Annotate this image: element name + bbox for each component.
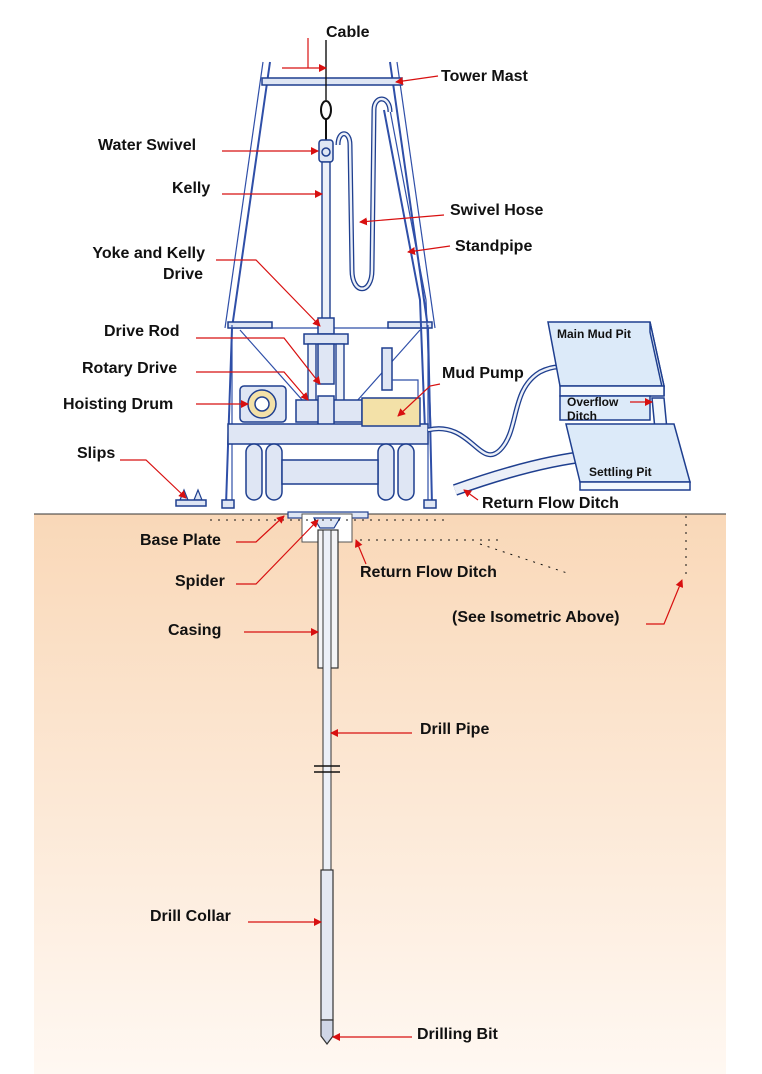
drilling-bit — [320, 1019, 334, 1045]
label-main-mud-pit: Main Mud Pit — [557, 327, 631, 341]
label-swivel-hose: Swivel Hose — [450, 202, 543, 219]
rig-wheels — [245, 443, 415, 501]
label-water-swivel: Water Swivel — [98, 137, 196, 154]
label-kelly: Kelly — [172, 180, 210, 197]
cable — [320, 40, 332, 140]
swivel-hose — [335, 96, 393, 292]
label-drill-collar: Drill Collar — [150, 908, 231, 925]
rotary-drive-leader — [196, 371, 309, 401]
ground — [34, 514, 726, 1074]
base-plate-leader — [236, 515, 285, 543]
kelly — [321, 161, 331, 323]
rig-platform — [227, 423, 429, 445]
label-spider: Spider — [175, 573, 225, 590]
label-casing: Casing — [168, 622, 221, 639]
label-rotary-drive: Rotary Drive — [82, 360, 177, 377]
label-mud-pump: Mud Pump — [442, 365, 524, 382]
swivel-hose-leader — [359, 214, 445, 226]
label-standpipe: Standpipe — [455, 238, 532, 255]
label-overflow-ditch-1: Overflow — [567, 395, 619, 409]
see-isometric-leader — [646, 579, 684, 625]
mud-pump — [361, 347, 421, 427]
slips-leader — [120, 459, 187, 499]
label-slips: Slips — [77, 445, 115, 462]
label-yoke-kelly-drive-1: Yoke and Kelly — [92, 245, 205, 262]
standpipe-leader — [407, 245, 451, 255]
mud-pump-leader — [397, 383, 441, 417]
yoke-leader — [216, 259, 321, 327]
label-drilling-bit: Drilling Bit — [417, 1026, 499, 1043]
label-yoke-kelly-drive-2: Drive — [163, 266, 203, 283]
rotary-drive — [295, 395, 363, 427]
return-flow-hose — [452, 450, 591, 496]
drive-rod-leader — [196, 337, 321, 385]
labels: Cable Tower Mast Water Swivel Kelly Swiv… — [63, 24, 652, 1043]
label-hoisting-drum: Hoisting Drum — [63, 396, 173, 413]
label-cable: Cable — [326, 24, 370, 41]
label-tower-mast: Tower Mast — [441, 68, 529, 85]
label-drive-rod: Drive Rod — [104, 323, 180, 340]
return-flow-ditch-ground-leader — [355, 539, 367, 565]
tower-mast-leader — [395, 75, 439, 85]
label-see-isometric: (See Isometric Above) — [452, 609, 619, 626]
label-settling-pit: Settling Pit — [589, 465, 652, 479]
water-swivel — [318, 139, 334, 163]
drill-collar — [320, 869, 334, 1021]
label-drill-pipe: Drill Pipe — [420, 721, 489, 738]
leader-lines — [120, 38, 684, 1041]
settling-pit — [565, 423, 691, 491]
label-overflow-ditch-2: Ditch — [567, 409, 597, 423]
spider-leader — [236, 519, 319, 585]
dotted-guides — [210, 516, 687, 578]
label-base-plate: Base Plate — [140, 532, 221, 549]
yoke-kelly-drive — [303, 317, 349, 405]
main-mud-pit — [547, 321, 665, 397]
return-flow-ditch-surface-leader — [463, 489, 479, 501]
label-return-flow-ditch-surface: Return Flow Ditch — [482, 495, 619, 512]
label-return-flow-ditch-ground: Return Flow Ditch — [360, 564, 497, 581]
